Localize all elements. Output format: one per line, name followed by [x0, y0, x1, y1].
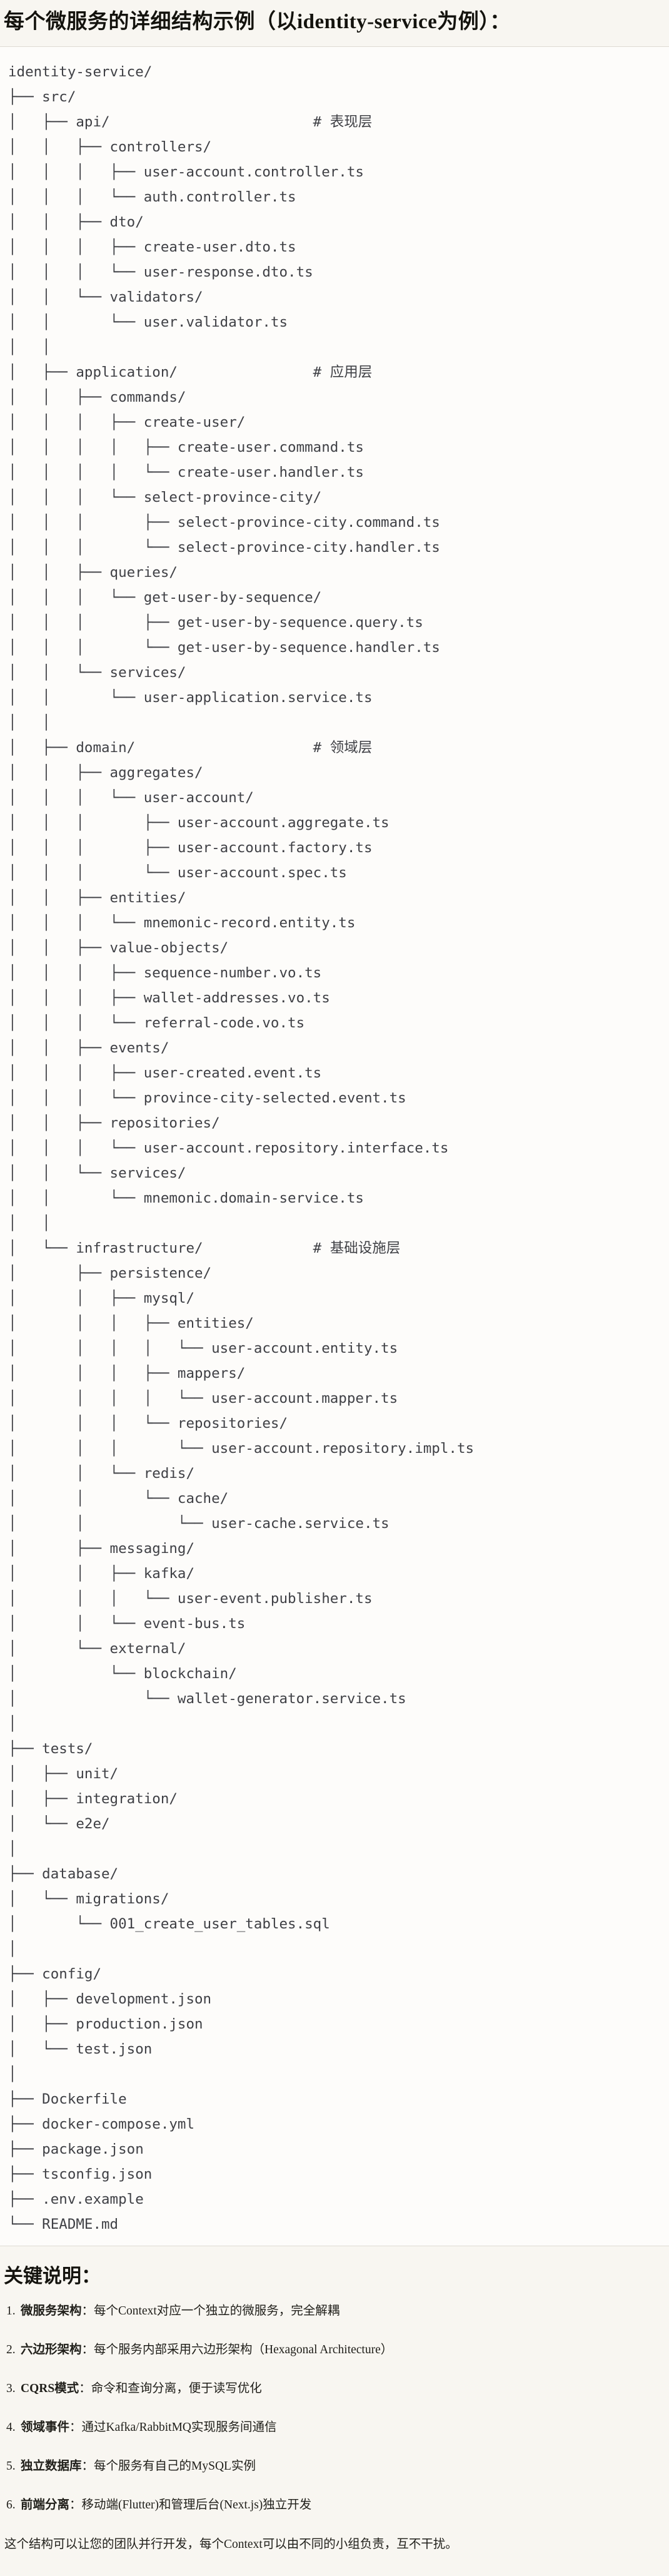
notes-heading: 关键说明：	[4, 2265, 101, 2287]
note-description: 每个Context对应一个独立的微服务，完全解耦	[94, 2304, 340, 2318]
note-separator: ：	[81, 2343, 94, 2356]
note-item-independent-db: 5. 独立数据库：每个服务有自己的MySQL实例	[6, 2459, 663, 2474]
note-number: 5.	[6, 2460, 16, 2473]
note-label: CQRS模式	[21, 2382, 79, 2395]
note-item-cqrs: 3. CQRS模式：命令和查询分离，便于读写优化	[6, 2381, 663, 2396]
note-number: 3.	[6, 2382, 16, 2395]
note-label: 六边形架构	[21, 2343, 82, 2356]
note-number: 2.	[6, 2343, 16, 2356]
note-description: 移动端(Flutter)和管理后台(Next.js)独立开发	[81, 2498, 312, 2512]
note-label: 领域事件	[21, 2421, 70, 2434]
note-separator: ：	[79, 2382, 91, 2395]
note-item-microservices: 1. 微服务架构：每个Context对应一个独立的微服务，完全解耦	[6, 2304, 663, 2319]
note-text: 独立数据库：每个服务有自己的MySQL实例	[21, 2459, 256, 2474]
note-separator: ：	[81, 2304, 94, 2318]
note-description: 命令和查询分离，便于读写优化	[91, 2382, 262, 2395]
notes-list: 1. 微服务架构：每个Context对应一个独立的微服务，完全解耦 2. 六边形…	[0, 2304, 669, 2513]
note-separator: ：	[69, 2498, 82, 2512]
page-title: 每个微服务的详细结构示例（以identity-service为例）：	[4, 11, 511, 33]
note-separator: ：	[81, 2460, 94, 2473]
note-item-domain-events: 4. 领域事件：通过Kafka/RabbitMQ实现服务间通信	[6, 2420, 663, 2435]
note-label: 前端分离	[21, 2498, 70, 2512]
note-item-frontend-split: 6. 前端分离：移动端(Flutter)和管理后台(Next.js)独立开发	[6, 2498, 663, 2513]
directory-tree-code-block: identity-service/ ├── src/ │ ├── api/ # …	[0, 46, 669, 2246]
note-item-hexagonal: 2. 六边形架构：每个服务内部采用六边形架构（Hexagonal Archite…	[6, 2343, 663, 2358]
note-text: 微服务架构：每个Context对应一个独立的微服务，完全解耦	[21, 2304, 340, 2319]
note-number: 4.	[6, 2421, 16, 2434]
note-text: 前端分离：移动端(Flutter)和管理后台(Next.js)独立开发	[21, 2498, 311, 2513]
note-text: CQRS模式：命令和查询分离，便于读写优化	[21, 2381, 262, 2396]
note-label: 独立数据库	[21, 2460, 82, 2473]
note-number: 1.	[6, 2304, 16, 2318]
note-description: 每个服务内部采用六边形架构（Hexagonal Architecture）	[94, 2343, 393, 2356]
note-text: 六边形架构：每个服务内部采用六边形架构（Hexagonal Architectu…	[21, 2343, 393, 2358]
note-number: 6.	[6, 2498, 16, 2512]
note-text: 领域事件：通过Kafka/RabbitMQ实现服务间通信	[21, 2420, 277, 2435]
note-description: 每个服务有自己的MySQL实例	[94, 2460, 256, 2473]
note-separator: ：	[69, 2421, 82, 2434]
closing-paragraph: 这个结构可以让您的团队并行开发，每个Context可以由不同的小组负责，互不干扰…	[4, 2538, 458, 2551]
note-description: 通过Kafka/RabbitMQ实现服务间通信	[81, 2421, 277, 2434]
note-label: 微服务架构	[21, 2304, 82, 2318]
